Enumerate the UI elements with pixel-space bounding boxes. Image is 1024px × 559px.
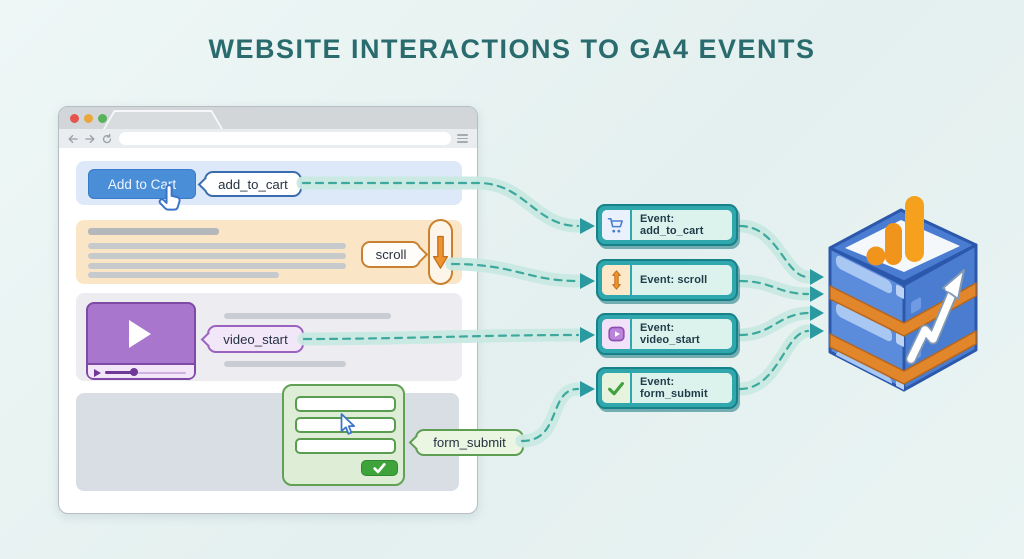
ga4-analytics-database-icon: [828, 196, 978, 392]
form-submit-event-bubble: form_submit: [415, 429, 524, 456]
event-label: Event: form_submit: [640, 376, 708, 400]
scroll-event-bubble: scroll: [361, 241, 421, 268]
event-box-scroll: Event: scroll: [596, 259, 738, 301]
minimize-window-icon[interactable]: [84, 113, 93, 123]
hand-cursor-icon: [154, 183, 186, 217]
play-icon-small[interactable]: [94, 368, 101, 377]
browser-window: Add to Cart add_to_cart scroll: [58, 106, 524, 514]
text-line: [88, 243, 346, 249]
menu-icon[interactable]: [457, 134, 468, 143]
browser-tab[interactable]: [103, 110, 223, 129]
video-progress-bar[interactable]: [105, 370, 133, 374]
page-title: WEBSITE INTERACTIONS TO GA4 EVENTS: [208, 34, 816, 64]
scroll-event-bubble-label: scroll: [375, 247, 407, 262]
event-box-add-to-cart: Event: add_to_cart: [596, 204, 738, 246]
event-box-video-start: Event: video_start: [596, 313, 738, 355]
scroll-arrows-icon: [602, 265, 632, 295]
video-start-event-bubble-label: video_start: [223, 331, 288, 347]
video-play-icon: [602, 319, 632, 349]
event-box-form-submit: Event: form_submit: [596, 367, 738, 409]
event-label: Event: add_to_cart: [640, 213, 704, 237]
cart-icon: [602, 210, 632, 240]
video-controls[interactable]: [88, 363, 194, 378]
reload-icon[interactable]: [101, 133, 113, 145]
scroll-down-indicator[interactable]: [428, 219, 453, 285]
form-card: [282, 384, 405, 486]
checkmark-icon: [373, 463, 386, 474]
down-arrow-icon: [432, 235, 449, 269]
add-to-cart-event-bubble-label: add_to_cart: [218, 176, 288, 192]
video-start-event-bubble: video_start: [207, 325, 304, 353]
video-player[interactable]: [86, 302, 196, 380]
url-bar[interactable]: [119, 132, 451, 145]
text-line: [224, 313, 391, 319]
add-to-cart-button[interactable]: Add to Cart: [88, 169, 196, 199]
text-line: [88, 263, 346, 269]
maximize-window-icon[interactable]: [98, 113, 107, 123]
form-input-3[interactable]: [295, 438, 396, 454]
text-line: [224, 361, 346, 367]
text-line: [88, 253, 346, 259]
arrow-cursor-icon: [336, 412, 358, 437]
form-submit-event-bubble-label: form_submit: [433, 435, 506, 450]
video-progress-track: [138, 371, 186, 374]
checkmark-icon: [602, 373, 632, 403]
growth-arrow-icon: [905, 269, 965, 365]
ga4-logo: [866, 196, 924, 266]
close-window-icon[interactable]: [70, 113, 79, 123]
play-icon[interactable]: [129, 320, 151, 348]
video-progress-knob[interactable]: [130, 368, 138, 376]
form-submit-button[interactable]: [361, 460, 398, 476]
form-input-1[interactable]: [295, 396, 396, 412]
browser-title-bar: [59, 107, 477, 129]
text-line: [88, 272, 279, 278]
forward-icon[interactable]: [84, 133, 96, 145]
event-label: Event: scroll: [640, 274, 708, 286]
add-to-cart-event-bubble: add_to_cart: [204, 171, 302, 197]
text-line: [88, 228, 219, 235]
event-label: Event: video_start: [640, 322, 700, 346]
browser-toolbar: [59, 129, 477, 148]
back-icon[interactable]: [67, 133, 79, 145]
